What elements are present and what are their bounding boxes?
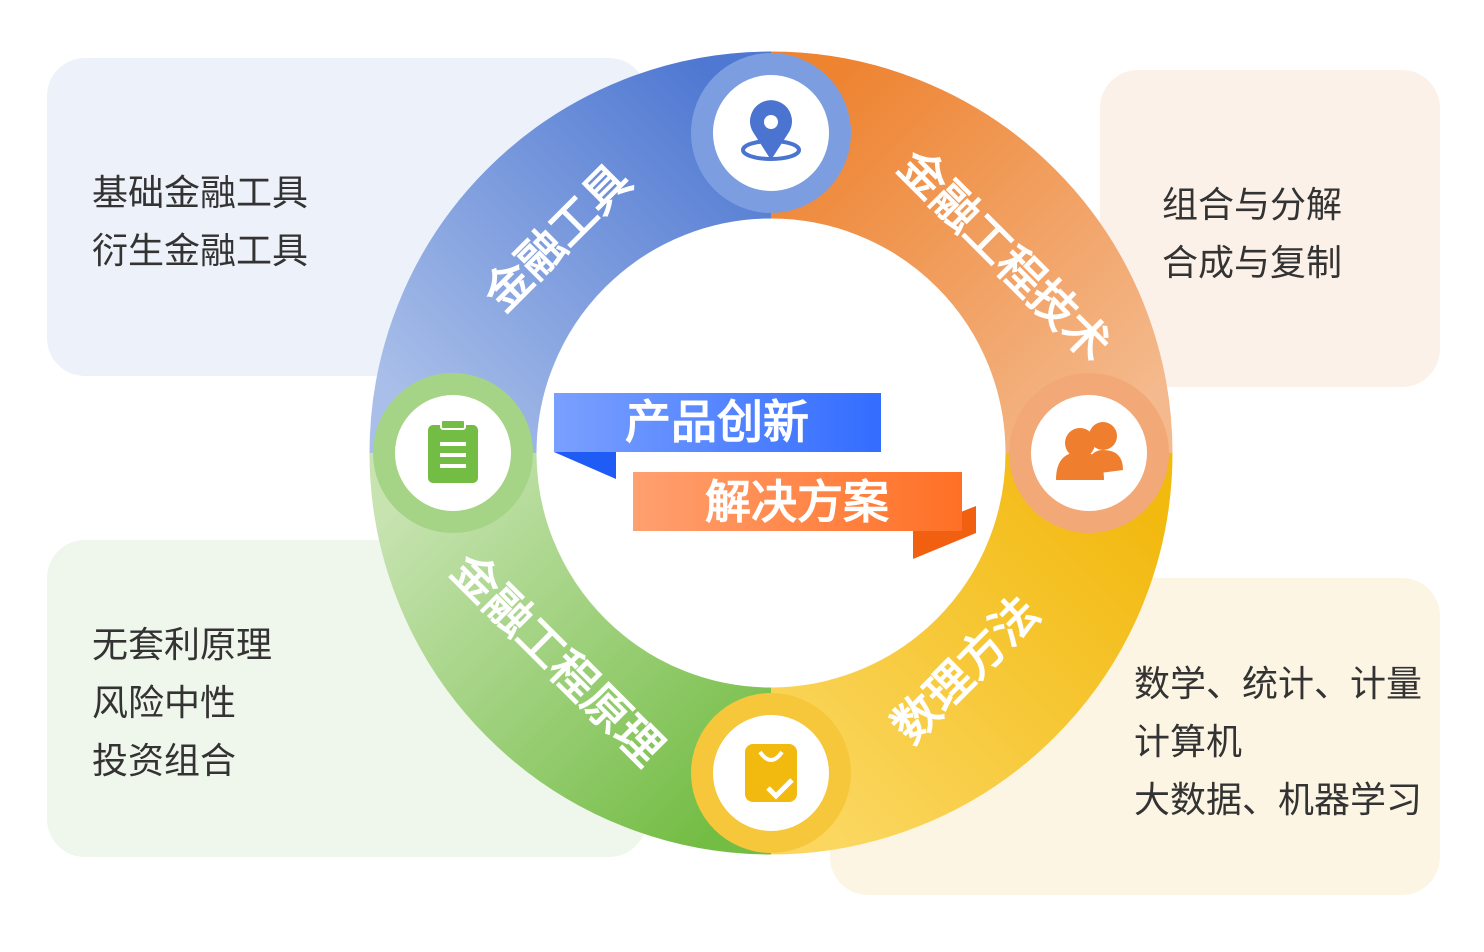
- center-line1: 产品创新: [625, 395, 809, 449]
- list-item: 计算机: [1134, 722, 1243, 763]
- list-item: 基础金融工具: [92, 173, 309, 214]
- center-circle: [537, 219, 1005, 687]
- list-item: 衍生金融工具: [92, 231, 309, 272]
- list-item: 数学、统计、计量: [1134, 664, 1423, 705]
- panel-text-bottom-left: 无套利原理 风险中性 投资组合: [92, 617, 272, 791]
- location-pin-icon: [741, 100, 801, 161]
- list-item: 风险中性: [92, 683, 237, 724]
- banner-product-innovation: [554, 393, 881, 452]
- panel-top-right: [1100, 70, 1440, 387]
- list-item: 无套利原理: [92, 625, 273, 666]
- list-item: 投资组合: [92, 741, 237, 782]
- users-icon: [1056, 422, 1123, 480]
- panel-text-top-left: 基础金融工具 衍生金融工具: [92, 165, 308, 281]
- panel-text-bottom-right: 数学、统计、计量 计算机 大数据、机器学习: [1134, 656, 1422, 830]
- panel-text-top-right: 组合与分解 合成与复制: [1162, 177, 1342, 293]
- list-item: 合成与复制: [1162, 243, 1343, 284]
- banner-solution: [633, 472, 962, 531]
- list-item: 大数据、机器学习: [1134, 780, 1423, 821]
- shopping-bag-check-icon: [745, 744, 797, 802]
- center-line2: 解决方案: [705, 475, 890, 529]
- list-item: 组合与分解: [1162, 185, 1343, 226]
- clipboard-icon: [428, 419, 478, 483]
